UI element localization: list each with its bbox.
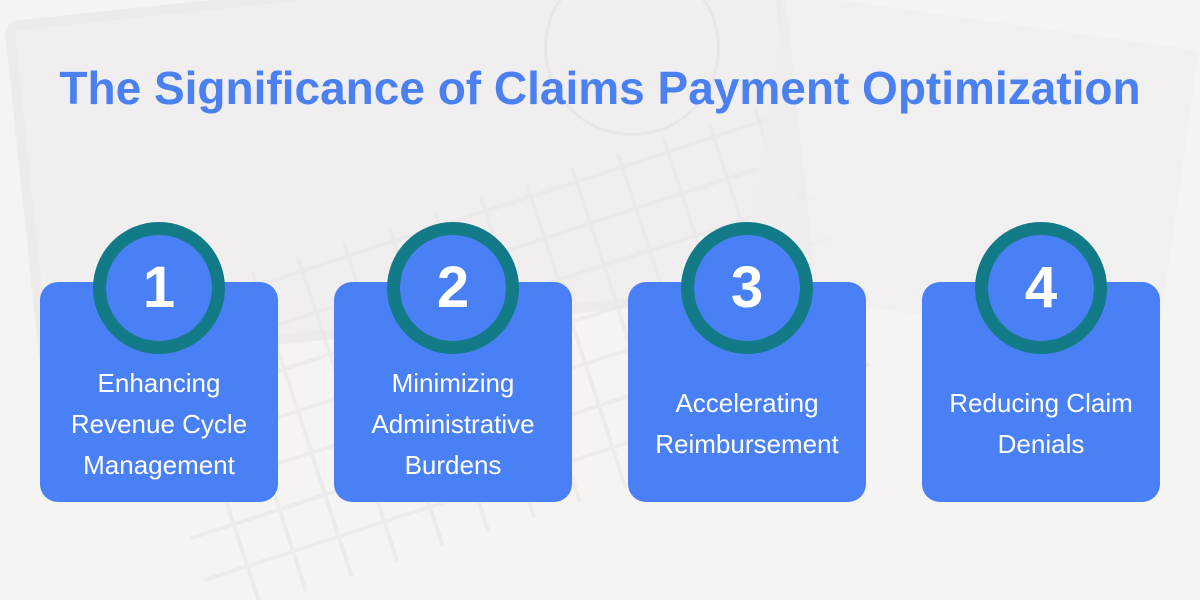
step-label-2: Minimizing Administrative Burdens xyxy=(342,356,564,492)
step-number-4: 4 xyxy=(1024,255,1058,320)
step-number-2: 2 xyxy=(436,255,470,320)
step-card-2: 2 Minimizing Administrative Burdens xyxy=(334,222,572,502)
step-card-4: 4 Reducing Claim Denials xyxy=(922,222,1160,502)
step-label-text-2: Minimizing Administrative Burdens xyxy=(371,367,535,480)
step-label-4: Reducing Claim Denials xyxy=(930,356,1152,492)
step-label-3: Accelerating Reimbursement xyxy=(636,356,858,492)
step-card-1: 1 Enhancing Revenue Cycle Management xyxy=(40,222,278,502)
step-number-1: 1 xyxy=(142,255,176,320)
step-label-text-4: Reducing Claim Denials xyxy=(949,388,1133,459)
step-label-1: Enhancing Revenue Cycle Management xyxy=(48,356,270,492)
step-number-badge-2: 2 xyxy=(387,222,519,354)
page-title: The Significance of Claims Payment Optim… xyxy=(59,62,1141,114)
step-number-badge-1: 1 xyxy=(93,222,225,354)
step-card-3: 3 Accelerating Reimbursement xyxy=(628,222,866,502)
step-number-badge-3: 3 xyxy=(681,222,813,354)
step-number-3: 3 xyxy=(730,255,764,320)
step-label-text-3: Accelerating Reimbursement xyxy=(655,388,839,459)
step-number-badge-4: 4 xyxy=(975,222,1107,354)
step-label-text-1: Enhancing Revenue Cycle Management xyxy=(70,367,248,480)
